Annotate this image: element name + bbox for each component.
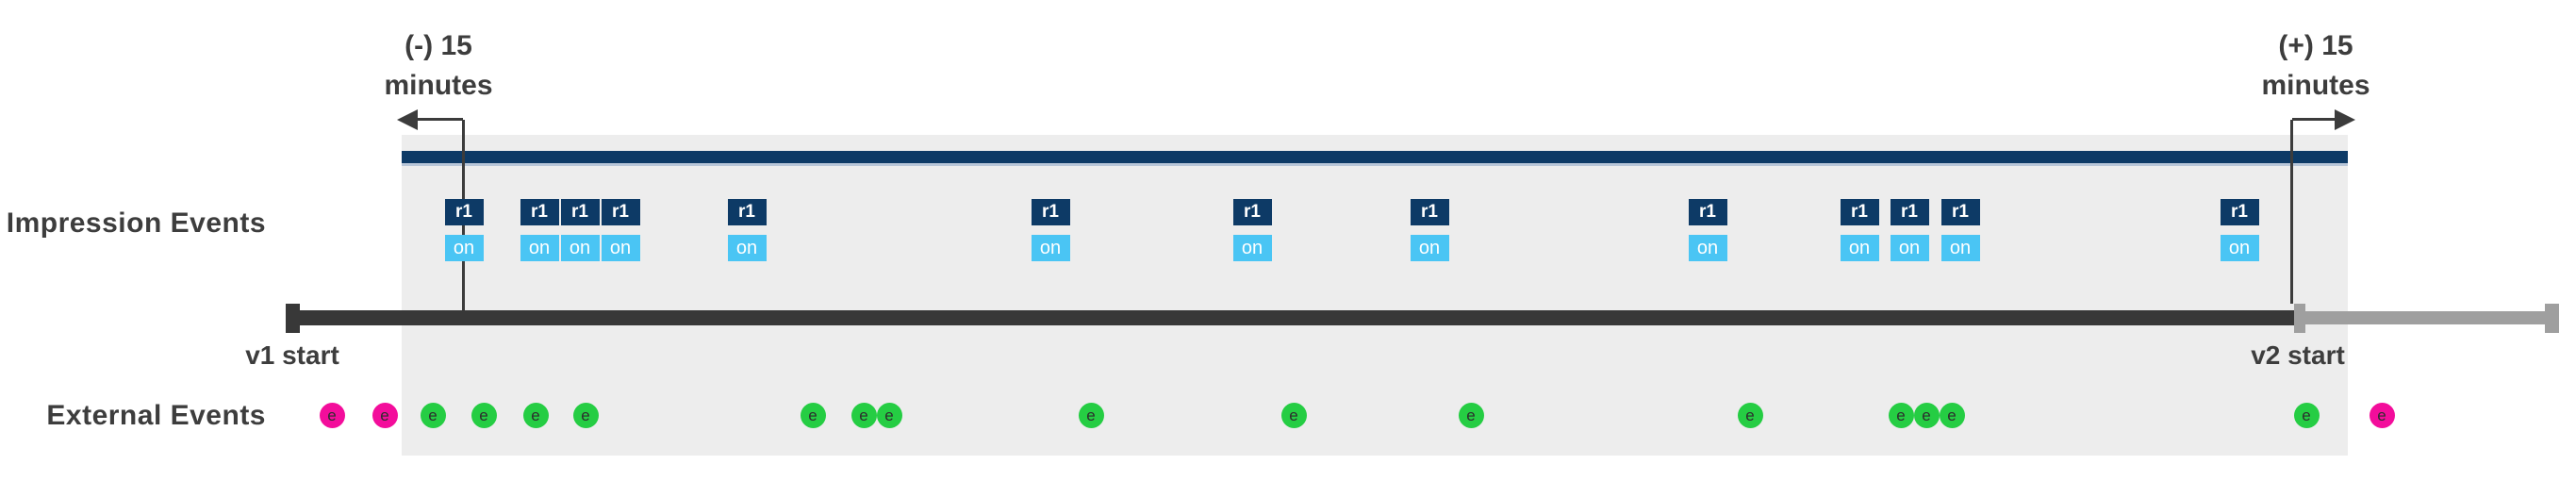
plus-15-line2: minutes [2261, 70, 2370, 101]
external-event-dot: e [1078, 403, 1104, 428]
impression-on-box: on [601, 235, 640, 261]
impression-r1-box: r1 [444, 199, 484, 225]
v1-start-label: v1 start [245, 340, 339, 370]
impression-on-box: on [1840, 235, 1879, 261]
impression-r1-box: r1 [1940, 199, 1980, 225]
impression-event: r1 on [601, 199, 640, 261]
plus-15-minutes-label: (+) 15 minutes [2174, 26, 2457, 106]
external-event-dot: e [420, 403, 446, 428]
impression-on-box: on [2220, 235, 2259, 261]
v2-timeline-end-cap [2545, 304, 2559, 333]
external-event-dot: e [1737, 403, 1763, 428]
impression-event: r1 on [1940, 199, 1980, 261]
impression-on-box: on [1688, 235, 1727, 261]
external-event-dot: e [850, 403, 877, 428]
impression-event: r1 on [1031, 199, 1070, 261]
plus-window-arrow-line [2292, 118, 2335, 121]
plus-window-boundary-line [2290, 120, 2293, 304]
external-event-dot: e [522, 403, 549, 428]
v2-start-cap [2294, 304, 2305, 333]
impression-r1-box: r1 [1840, 199, 1879, 225]
v1-timeline-bar [300, 310, 2294, 325]
impression-event: r1 on [520, 199, 559, 261]
v2-start-label: v2 start [2251, 340, 2345, 370]
external-event-dot: e [876, 403, 902, 428]
impression-events-row-label: Impression Events [6, 207, 266, 239]
external-event-dot: e [1280, 403, 1307, 428]
impression-on-box: on [560, 235, 600, 261]
impression-r1-box: r1 [1890, 199, 1929, 225]
impression-on-box: on [1890, 235, 1929, 261]
minus-window-arrow-line [418, 118, 463, 121]
impression-event: r1 on [1688, 199, 1727, 261]
external-event-dot: e [471, 403, 497, 428]
external-event-dot: e [319, 403, 345, 428]
external-event-dot: e [1888, 403, 1914, 428]
impression-event: r1 on [560, 199, 600, 261]
impression-event: r1 on [2220, 199, 2259, 261]
session-banner-bar [402, 151, 2348, 166]
impression-r1-box: r1 [1031, 199, 1070, 225]
impression-r1-box: r1 [1688, 199, 1727, 225]
impression-r1-box: r1 [2220, 199, 2259, 225]
external-events-row-label: External Events [46, 400, 266, 431]
impression-on-box: on [1031, 235, 1070, 261]
arrow-left-icon [397, 109, 418, 130]
impression-on-box: on [1940, 235, 1980, 261]
window-background-panel [402, 135, 2348, 456]
impression-r1-box: r1 [1410, 199, 1449, 225]
arrow-right-icon [2335, 109, 2355, 130]
impression-event: r1 on [1232, 199, 1272, 261]
impression-on-box: on [444, 235, 484, 261]
v2-timeline-bar [2305, 311, 2545, 324]
external-event-dot: e [800, 403, 826, 428]
v1-start-cap [286, 304, 300, 333]
external-event-dot: e [1458, 403, 1484, 428]
impression-r1-box: r1 [560, 199, 600, 225]
impression-r1-box: r1 [520, 199, 559, 225]
external-event-dot: e [2369, 403, 2395, 428]
impression-event: r1 on [444, 199, 484, 261]
impression-event: r1 on [727, 199, 767, 261]
impression-on-box: on [1410, 235, 1449, 261]
external-event-dot: e [372, 403, 398, 428]
impression-on-box: on [520, 235, 559, 261]
impression-r1-box: r1 [1232, 199, 1272, 225]
impression-event: r1 on [1410, 199, 1449, 261]
impression-r1-box: r1 [727, 199, 767, 225]
external-event-dot: e [1913, 403, 1940, 428]
impression-event: r1 on [1840, 199, 1879, 261]
impression-event: r1 on [1890, 199, 1929, 261]
impression-r1-box: r1 [601, 199, 640, 225]
external-event-dot: e [2293, 403, 2320, 428]
impression-on-box: on [1232, 235, 1272, 261]
impression-on-box: on [727, 235, 767, 261]
minus-15-minutes-label: (-) 15 minutes [297, 26, 580, 106]
minus-15-line2: minutes [384, 70, 493, 101]
external-event-dot: e [1939, 403, 1965, 428]
external-event-dot: e [572, 403, 599, 428]
plus-15-line1: (+) 15 [2278, 30, 2353, 61]
minus-15-line1: (-) 15 [405, 30, 472, 61]
